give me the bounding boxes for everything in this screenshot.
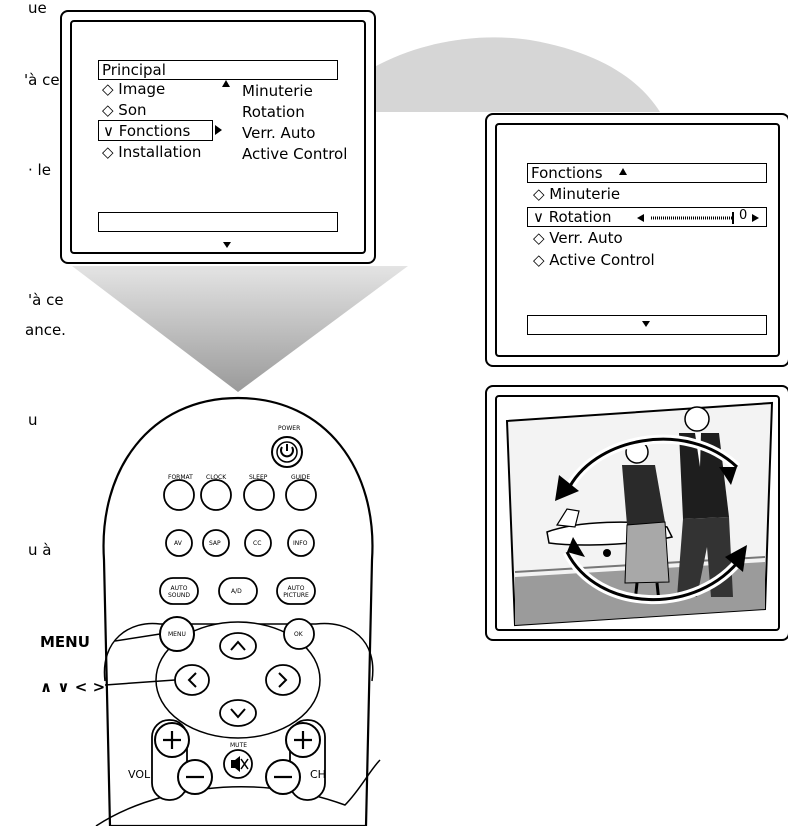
edge-text-1: ue	[28, 0, 47, 17]
right-arrow-button[interactable]	[265, 664, 301, 696]
projection-beam	[72, 266, 408, 392]
menu-item-fonctions[interactable]: ∨ Fonctions	[103, 122, 191, 140]
fonctions-arrow-right-icon	[215, 125, 222, 135]
submenu-up-arrow-icon	[222, 80, 230, 87]
clock-button-label: CLOCK	[206, 474, 227, 481]
menu-pointer-line	[114, 633, 161, 642]
edge-text-7: u à	[28, 541, 52, 559]
menu-item-installation[interactable]: ◇ Installation	[102, 143, 202, 161]
main-menu-tv: Principal ◇ Image ◇ Son ∨ Fonctions ◇ In…	[60, 10, 376, 264]
power-button-label: POWER	[278, 425, 301, 432]
auto-sound-label: AUTO SOUND	[167, 585, 191, 599]
menu-item-image[interactable]: ◇ Image	[102, 80, 166, 98]
format-button-label: FORMAT	[168, 474, 193, 481]
down-arrow-button[interactable]	[219, 699, 257, 727]
cc-button-label: CC	[253, 540, 262, 547]
edge-text-6: u	[28, 411, 38, 429]
edge-text-2: 'à ce	[24, 71, 60, 89]
slider-graphic	[637, 212, 759, 224]
edge-text-4: 'à ce	[28, 291, 64, 309]
vol-label: VOL	[128, 768, 151, 781]
fonctions-menu-tv: Fonctions ◇ Minuterie ∨ Rotation 0 ◇ Ver…	[485, 113, 788, 367]
submenu-minuterie[interactable]: Minuterie	[242, 82, 313, 100]
submenu-active-control[interactable]: Active Control	[242, 145, 348, 163]
rotation-slider[interactable]: 0	[635, 208, 761, 224]
ch-label: CH	[310, 768, 326, 781]
submenu-rotation[interactable]: Rotation	[242, 103, 305, 121]
up-arrow-button[interactable]	[219, 632, 257, 660]
button-row-1[interactable]	[163, 479, 317, 511]
fonctions-item-rotation[interactable]: ∨ Rotation	[533, 208, 612, 226]
power-button[interactable]	[271, 436, 303, 468]
sap-button-label: SAP	[209, 540, 221, 547]
volume-rocker[interactable]	[151, 719, 213, 801]
rotation-picture-screen	[495, 395, 780, 631]
button-row-3[interactable]	[159, 577, 316, 605]
main-info-bar	[98, 212, 338, 232]
edge-text-5: ance.	[25, 321, 66, 339]
arrows-pointer-line	[104, 679, 176, 686]
transition-swoosh	[322, 37, 660, 112]
left-arrow-button[interactable]	[174, 664, 210, 696]
menu-label: MENU	[40, 633, 90, 651]
principal-title-bar	[98, 60, 338, 80]
tilted-photo-illustration	[505, 401, 774, 627]
fonctions-title-bar	[527, 163, 767, 183]
fonctions-highlight	[98, 120, 213, 141]
av-button-label: AV	[174, 540, 182, 547]
rotation-highlight	[527, 207, 767, 227]
fonctions-item-verr-auto[interactable]: ◇ Verr. Auto	[533, 229, 623, 247]
slider-value: 0	[739, 208, 748, 223]
edge-text-3: · le	[28, 161, 51, 179]
guide-button-label: GUIDE	[291, 474, 311, 481]
ok-button[interactable]	[283, 618, 315, 650]
sleep-button-label: SLEEP	[249, 474, 268, 481]
fonctions-title: Fonctions	[531, 164, 603, 182]
fonctions-up-arrow-icon	[619, 168, 627, 175]
auto-picture-label: AUTO PICTURE	[283, 585, 309, 599]
menu-button-label: MENU	[168, 631, 186, 638]
main-menu-screen: Principal ◇ Image ◇ Son ∨ Fonctions ◇ In…	[70, 20, 366, 254]
mute-button[interactable]	[223, 749, 253, 779]
submenu-verr-auto[interactable]: Verr. Auto	[242, 124, 316, 142]
rotation-picture-tv	[485, 385, 788, 641]
fonctions-menu-screen: Fonctions ◇ Minuterie ∨ Rotation 0 ◇ Ver…	[495, 123, 780, 357]
button-row-2[interactable]	[165, 529, 315, 557]
main-down-arrow-icon	[223, 242, 231, 248]
channel-rocker[interactable]	[265, 719, 326, 801]
ok-button-label: OK	[294, 631, 303, 638]
principal-title: Principal	[102, 61, 166, 79]
arrows-label: ∧ ∨ < >	[40, 678, 106, 696]
fonctions-item-minuterie[interactable]: ◇ Minuterie	[533, 185, 621, 203]
fonctions-down-arrow-icon	[642, 321, 650, 327]
mute-button-label: MUTE	[230, 742, 248, 749]
ad-button-label: A/D	[231, 588, 242, 595]
menu-item-son[interactable]: ◇ Son	[102, 101, 147, 119]
info-button-label: INFO	[293, 540, 308, 547]
fonctions-item-active-control[interactable]: ◇ Active Control	[533, 251, 655, 269]
